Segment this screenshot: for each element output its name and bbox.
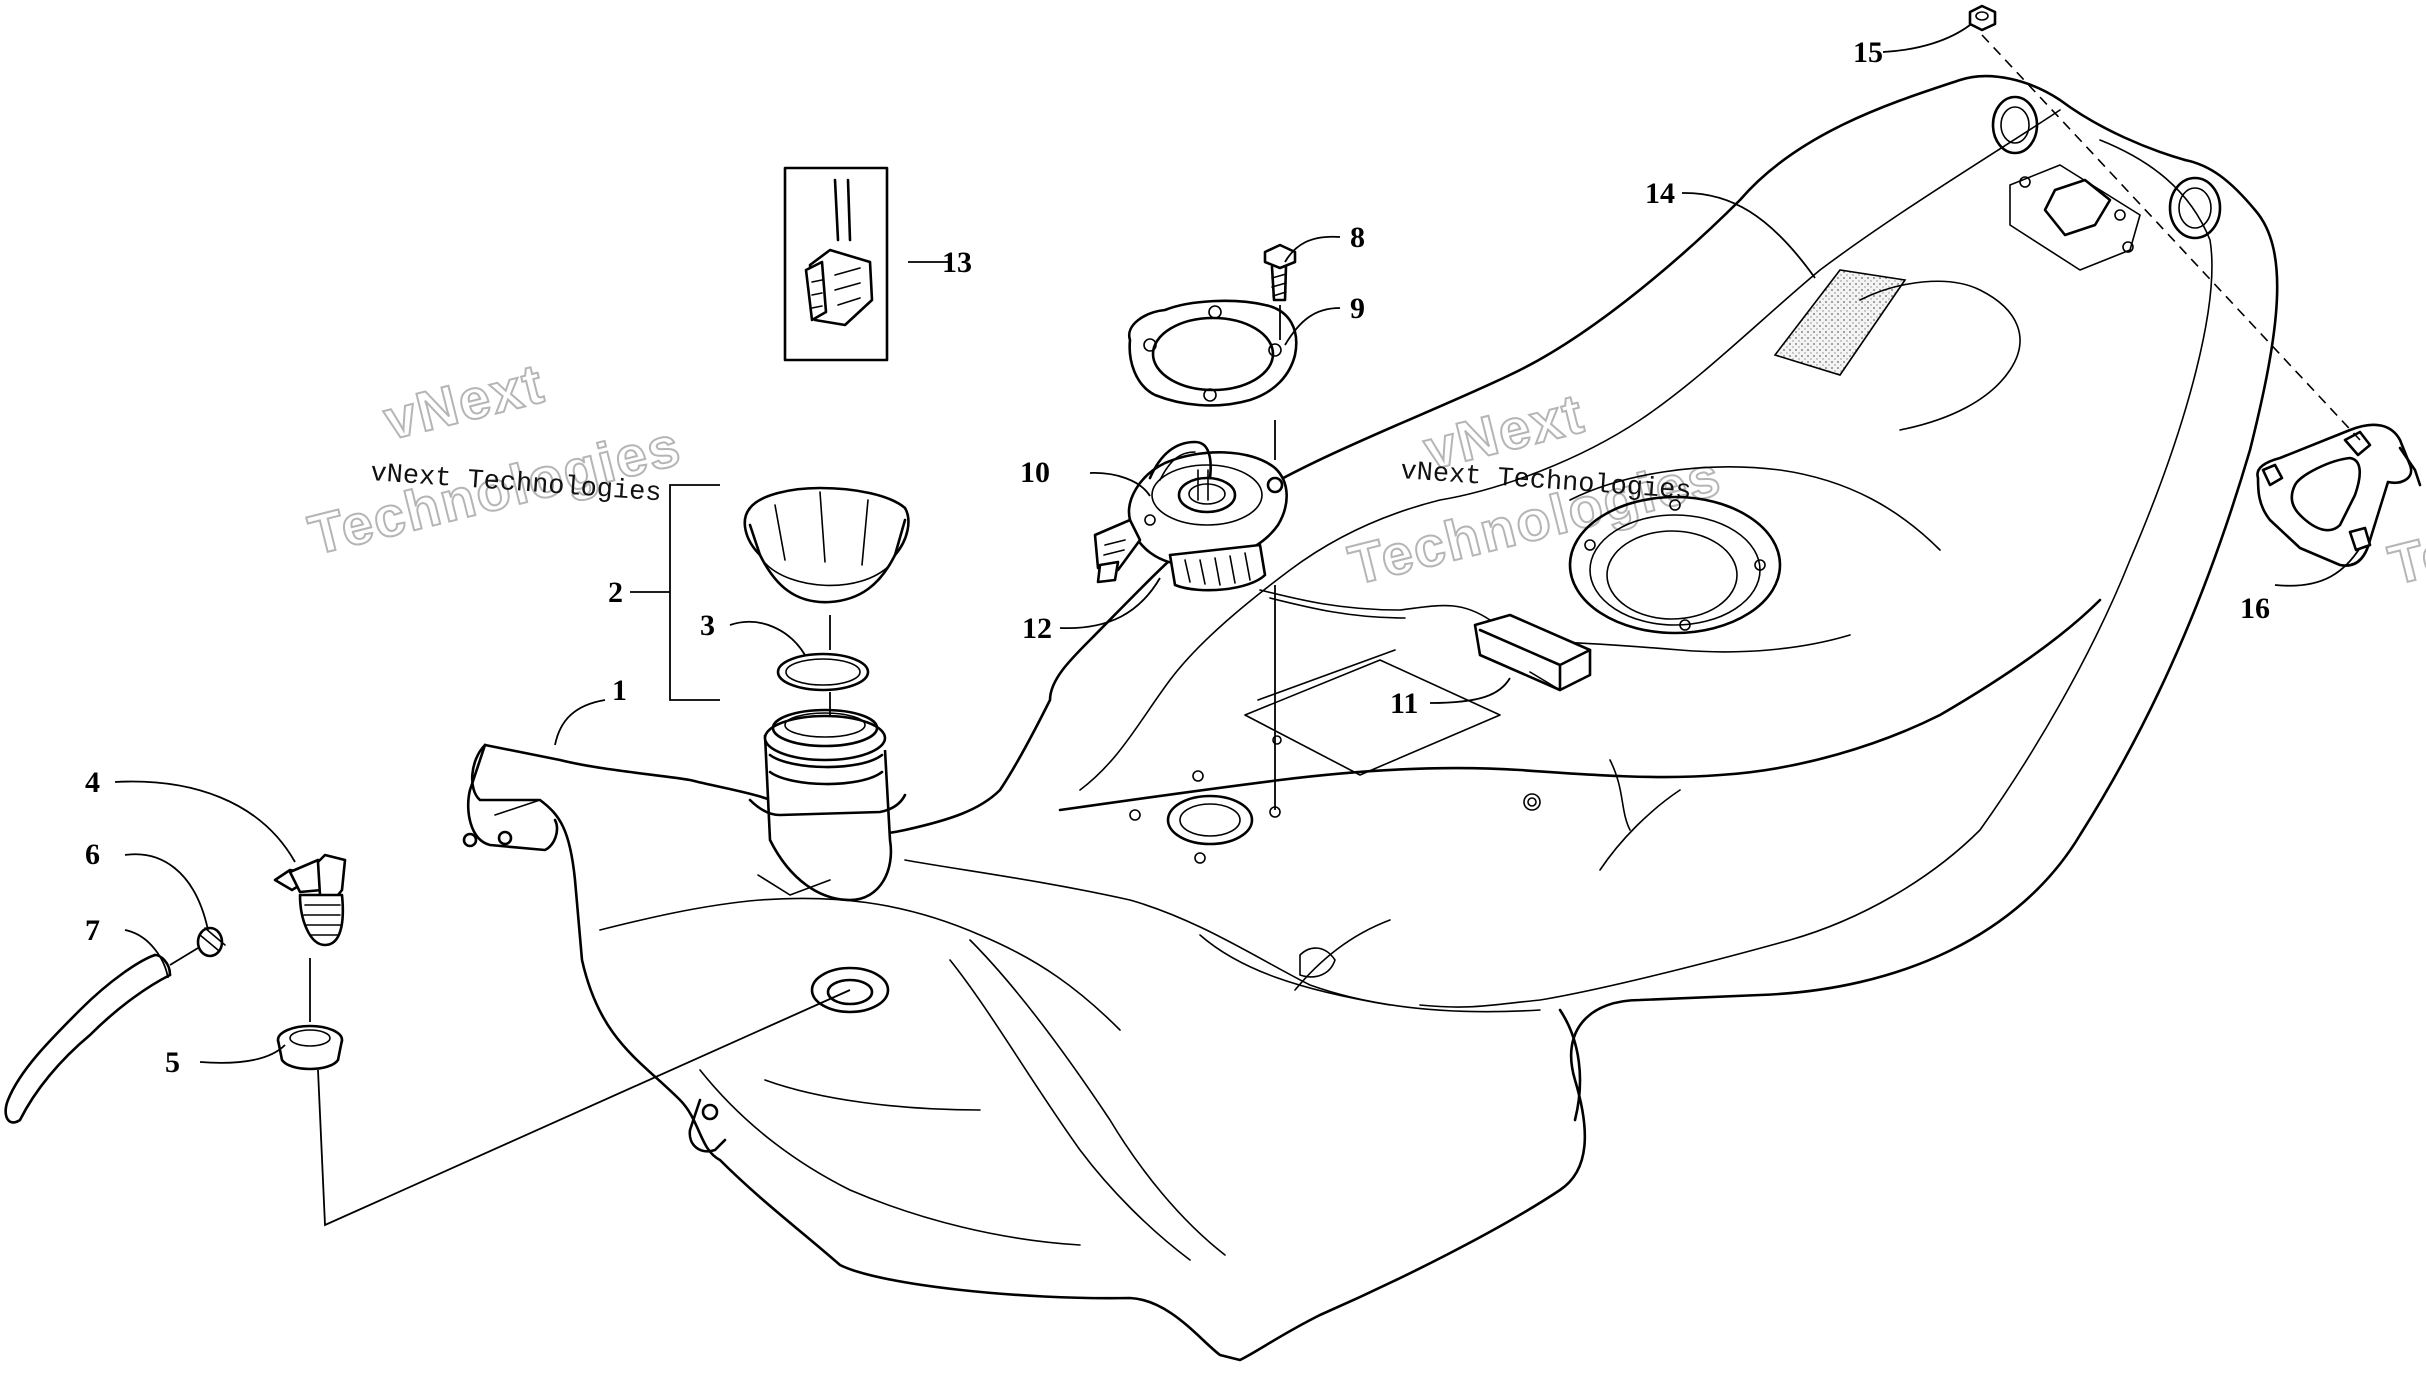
callout-3: 3 xyxy=(700,609,715,642)
callout-8: 8 xyxy=(1350,221,1365,254)
callout-2: 2 xyxy=(608,576,623,609)
svg-text:vNext: vNext xyxy=(378,351,551,451)
fuel-cap xyxy=(743,486,910,604)
callout-1: 1 xyxy=(612,674,627,707)
fuel-tank xyxy=(462,74,2279,1362)
callout-leaders xyxy=(114,24,2361,1064)
callout-15: 15 xyxy=(1853,36,1883,69)
filler-neck xyxy=(748,708,907,902)
svg-text:Te: Te xyxy=(2383,520,2426,597)
assembly-lines xyxy=(169,34,2361,1227)
callout-11: 11 xyxy=(1390,687,1418,720)
wiring-connector xyxy=(1473,613,1592,692)
screw xyxy=(1263,243,1297,302)
sensor-inset-box xyxy=(783,166,889,362)
fuel-pump xyxy=(1093,440,1288,592)
vent-hose xyxy=(4,953,172,1124)
callout-13: 13 xyxy=(942,246,972,279)
callout-numbers: 1 2 3 4 5 6 7 8 9 10 11 12 13 14 15 16 xyxy=(85,36,2270,1079)
watermark-center: vNext Technologies vNext Technologies xyxy=(1342,380,1729,597)
callout-14: 14 xyxy=(1645,177,1675,210)
callout-6: 6 xyxy=(85,838,100,871)
gasket-plate xyxy=(1127,299,1298,407)
nut xyxy=(1968,4,1997,32)
grommet xyxy=(276,1024,344,1071)
watermark-left: vNext Technologies vNext Technologies xyxy=(302,350,689,567)
mounting-bracket xyxy=(2256,423,2422,567)
callout-16: 16 xyxy=(2240,592,2270,625)
o-ring xyxy=(776,652,870,692)
callout-12: 12 xyxy=(1022,612,1052,645)
callout-10: 10 xyxy=(1020,456,1050,489)
callout-7: 7 xyxy=(85,914,100,947)
hose-clamp xyxy=(196,926,226,958)
vent-valve xyxy=(273,853,347,947)
callout-4: 4 xyxy=(85,766,100,799)
watermark-right-edge: Te xyxy=(2382,519,2426,598)
callout-9: 9 xyxy=(1350,292,1365,325)
callout-5: 5 xyxy=(165,1046,180,1079)
